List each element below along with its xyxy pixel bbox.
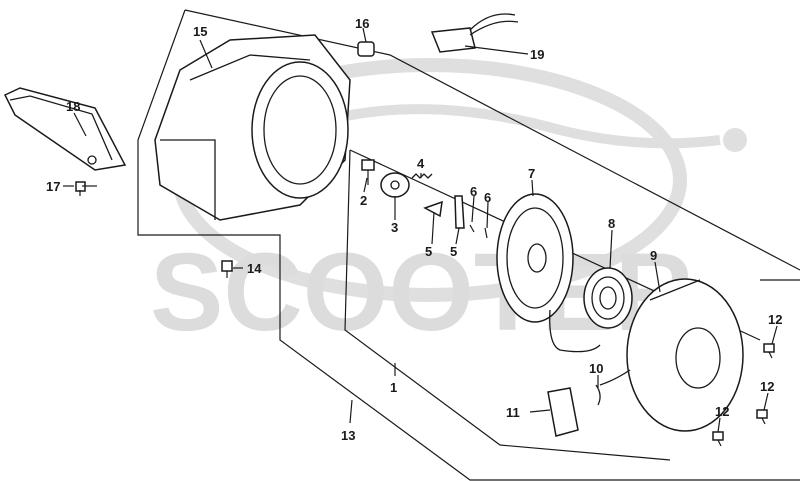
ratchet-3 (380, 172, 410, 198)
pawl-5a (423, 200, 443, 218)
callout-7: 7 (528, 166, 535, 181)
callout-6a: 6 (470, 184, 477, 199)
callout-8: 8 (608, 216, 615, 231)
recoil-spring-8 (583, 267, 633, 329)
bolt-12b (756, 409, 768, 425)
start-handle-11 (547, 387, 579, 437)
callout-4: 4 (417, 156, 425, 171)
deflector-plate (3, 87, 127, 171)
leader-lines (73, 27, 778, 433)
bolt-12c (712, 431, 724, 447)
callout-14: 16 (355, 16, 369, 31)
spring-6b (484, 227, 488, 239)
callout-5b: 5 (450, 244, 457, 259)
bolt-2 (361, 159, 375, 185)
callout-10: 10 (589, 361, 603, 376)
spring-4 (411, 173, 433, 179)
callout-15: 13 (341, 428, 355, 443)
callout-5a: 5 (425, 244, 432, 259)
callout-6b: 6 (484, 190, 491, 205)
bolt-17 (75, 181, 86, 196)
bolt-16 (221, 260, 233, 278)
callout-16: 14 (247, 261, 262, 276)
callout-labels: 15 16 19 18 17 14 2 3 4 5 5 6 6 7 8 9 10… (46, 16, 782, 443)
rope-10 (595, 384, 601, 406)
callout-17: 17 (46, 179, 60, 194)
callout-12c: 12 (715, 404, 729, 419)
grommet-14 (357, 41, 375, 57)
pawl-5b (454, 195, 465, 229)
callout-3: 3 (391, 220, 398, 235)
reel-pulley-7 (496, 193, 601, 353)
callout-9: 9 (650, 248, 657, 263)
callout-13: 15 (193, 24, 207, 39)
bolt-12a (763, 343, 775, 359)
fan-cover (154, 34, 351, 221)
callout-1: 1 (390, 380, 397, 395)
callout-12b: 12 (760, 379, 774, 394)
callout-19: 19 (530, 47, 544, 62)
callout-11: 11 (506, 405, 520, 420)
starter-case-9 (599, 278, 744, 432)
callout-2: 2 (360, 193, 367, 208)
switch-19 (430, 13, 519, 53)
callout-12a: 12 (768, 312, 782, 327)
spring-6a (469, 224, 475, 233)
callout-18: 18 (66, 99, 80, 114)
